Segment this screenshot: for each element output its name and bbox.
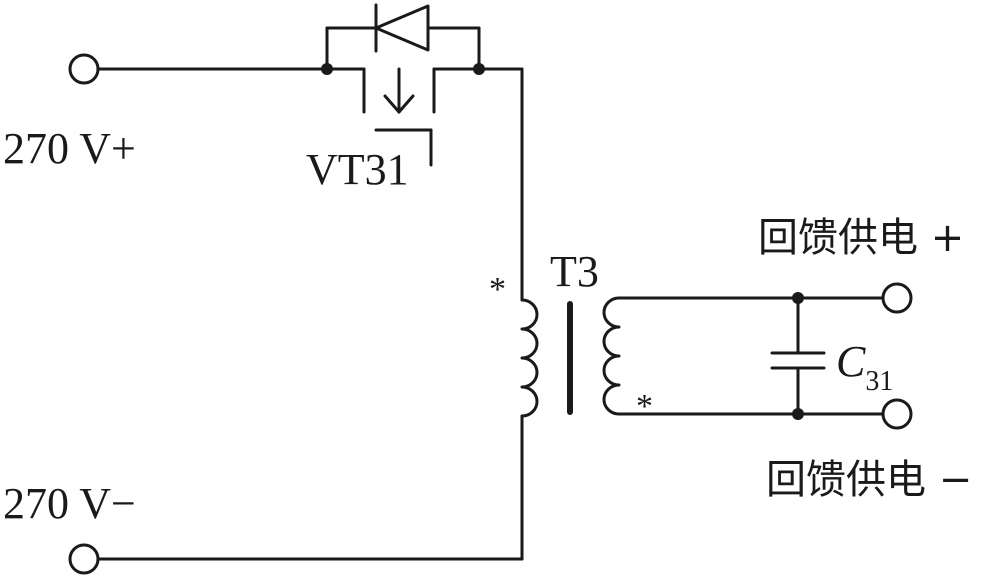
input-pos-label: 270 V+ [3, 124, 136, 173]
diode [325, 3, 481, 71]
primary-polarity-dot: * [489, 271, 506, 308]
switch-label: VT31 [306, 145, 409, 194]
output-pos-terminal [881, 282, 913, 314]
input-neg-terminal [68, 543, 100, 575]
transformer-label: T3 [550, 247, 599, 296]
transformer-primary [520, 290, 539, 561]
output-pos-label: 回馈供电 + [758, 215, 965, 261]
capacitor-subscript: 31 [865, 366, 894, 397]
capacitor-c31 [770, 296, 826, 416]
mosfet-vt31 [325, 67, 481, 167]
capacitor-letter: C [836, 337, 866, 386]
secondary-polarity-dot: * [636, 388, 653, 425]
junction-dot [792, 292, 804, 304]
junction-dot [792, 408, 804, 420]
transformer-secondary [602, 296, 885, 416]
output-neg-terminal [881, 398, 913, 430]
output-neg-label: 回馈供电 − [766, 457, 973, 503]
input-neg-label: 270 V− [3, 479, 136, 528]
capacitor-label: C31 [836, 337, 893, 396]
junction-dot [473, 63, 485, 75]
junction-dot [321, 63, 333, 75]
input-pos-terminal [68, 53, 100, 85]
